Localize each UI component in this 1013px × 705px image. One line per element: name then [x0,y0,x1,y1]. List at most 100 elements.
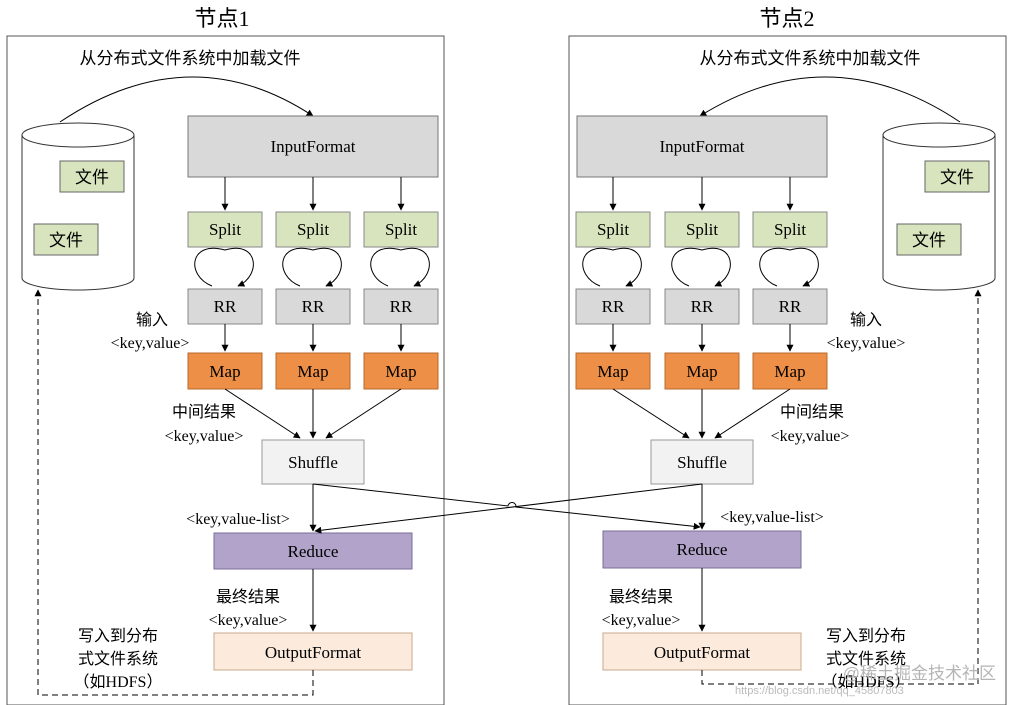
node2-input-label-1: 输入 [850,311,882,329]
node2-panel: 节点2 从分布式文件系统中加载文件 文件 文件 InputFormat Spli… [568,6,1007,705]
node2-column-3: Split RR Map [752,177,828,390]
node1-inputformat-label: InputFormat [271,137,356,156]
node2-map-3 [752,352,828,390]
shuffle-cross-arrow-2-to-1 [314,483,703,534]
node1-shuffle-box [261,439,365,485]
node2-map-1 [575,352,651,390]
node2-rr-2-label: RR [691,297,714,316]
node2-input-label-2: <key,value> [827,335,906,352]
node2-rr-2 [664,288,740,325]
node1-split-2 [275,211,351,248]
node1-input-label-1: 输入 [136,311,168,329]
node2-rr-3 [752,288,828,325]
node1-map-3 [363,352,439,390]
node2-rr-3-label: RR [779,297,802,316]
node1-kvlist-label: <key,value-list> [186,511,290,528]
node1-column-3: Split RR Map [363,177,439,390]
node2-load-arrow [699,76,961,123]
node2-file-label-1: 文件 [940,168,974,187]
node2-map-1-label: Map [597,362,628,381]
node1-panel: 节点1 从分布式文件系统中加载文件 文件 文件 InputFormat Spli… [6,6,445,705]
node1-load-text: 从分布式文件系统中加载文件 [80,49,301,68]
node1-map-3-label: Map [385,362,416,381]
node2-file-box-2 [896,223,962,256]
node1-outputformat-box [213,632,413,671]
node1-storage-cylinder: 文件 文件 [21,122,135,291]
node2-outputformat-label: OutputFormat [654,643,751,662]
node2-column-2: Split RR Map [664,177,740,390]
node1-split-1 [187,211,263,248]
node2-load-text: 从分布式文件系统中加载文件 [700,49,921,68]
node1-file-label-1: 文件 [75,168,109,187]
node2-mid-label-1: 中间结果 [780,403,844,421]
node1-column-2: Split RR Map [275,177,351,390]
node1-shuffle-label: Shuffle [288,453,338,472]
node1-mid-label-2: <key,value> [165,428,244,445]
node1-rr-2 [275,288,351,325]
node1-rr-2-label: RR [302,297,325,316]
node2-write-label-2: 式文件系统 [826,650,906,668]
node2-split-2 [664,211,740,248]
node2-write-back-arrow [701,289,982,685]
node2-kvlist-label: <key,value-list> [720,509,824,526]
node1-mid-label-1: 中间结果 [172,403,236,421]
shuffle-cross-arrow-1-to-2 [312,483,701,530]
node1-map-2-label: Map [297,362,328,381]
node2-map-3-label: Map [774,362,805,381]
node2-map-2-label: Map [686,362,717,381]
node2-storage-cylinder: 文件 文件 [882,122,996,291]
node1-input-label-2: <key,value> [111,335,190,352]
node2-title: 节点2 [759,6,814,31]
node2-reduce-box [602,530,802,569]
node1-file-label-2: 文件 [49,231,83,250]
node1-outputformat-label: OutputFormat [265,643,362,662]
node1-load-arrow [59,76,314,123]
node2-split-1 [575,211,651,248]
node1-file-box-1 [59,160,125,193]
node2-write-label-1: 写入到分布 [826,627,906,645]
node1-split-1-label: Split [209,220,241,239]
node2-map-2 [664,352,740,390]
node1-reduce-label: Reduce [288,542,339,561]
watermark-brand: @稀土掘金技术社区 [843,664,996,683]
node1-rr-3 [363,288,439,325]
node1-split-3-label: Split [385,220,417,239]
node1-map-2 [275,352,351,390]
node2-split-1-label: Split [597,220,629,239]
node2-final-label-2: <key,value> [602,612,681,629]
node1-write-back-arrow [34,289,314,696]
node1-final-label-1: 最终结果 [216,588,280,606]
node2-column-1: Split RR Map [575,177,651,390]
node2-write-label-3: （如HDFS） [822,673,911,691]
node1-rr-1-label: RR [214,297,237,316]
node1-split-3 [363,211,439,248]
node2-shuffle-label: Shuffle [677,453,727,472]
node1-rr-3-label: RR [390,297,413,316]
node2-inputformat-box [576,115,828,178]
watermark-url: https://blog.csdn.net/qq_45807803 [735,685,904,697]
node1-write-label-2: 式文件系统 [78,650,158,668]
node1-write-label-1: 写入到分布 [78,627,158,645]
node2-rr-1-label: RR [602,297,625,316]
node2-file-box-1 [924,160,990,193]
node2-final-label-1: 最终结果 [609,588,673,606]
node1-final-label-2: <key,value> [209,612,288,629]
node2-split-2-label: Split [686,220,718,239]
node1-rr-1 [187,288,263,325]
node2-file-label-2: 文件 [912,231,946,250]
node1-reduce-box [213,532,413,570]
node1-column-1: Split RR Map [187,177,263,390]
node2-split-3 [752,211,828,248]
node2-outputformat-box [602,632,802,671]
node2-inputformat-label: InputFormat [660,137,745,156]
node1-write-label-3: （如HDFS） [74,673,163,691]
node1-split-2-label: Split [297,220,329,239]
node2-reduce-label: Reduce [677,540,728,559]
node1-title: 节点1 [194,6,249,31]
node1-file-box-2 [33,223,99,256]
node2-mid-label-2: <key,value> [771,428,850,445]
node1-map-1-label: Map [209,362,240,381]
node2-split-3-label: Split [774,220,806,239]
